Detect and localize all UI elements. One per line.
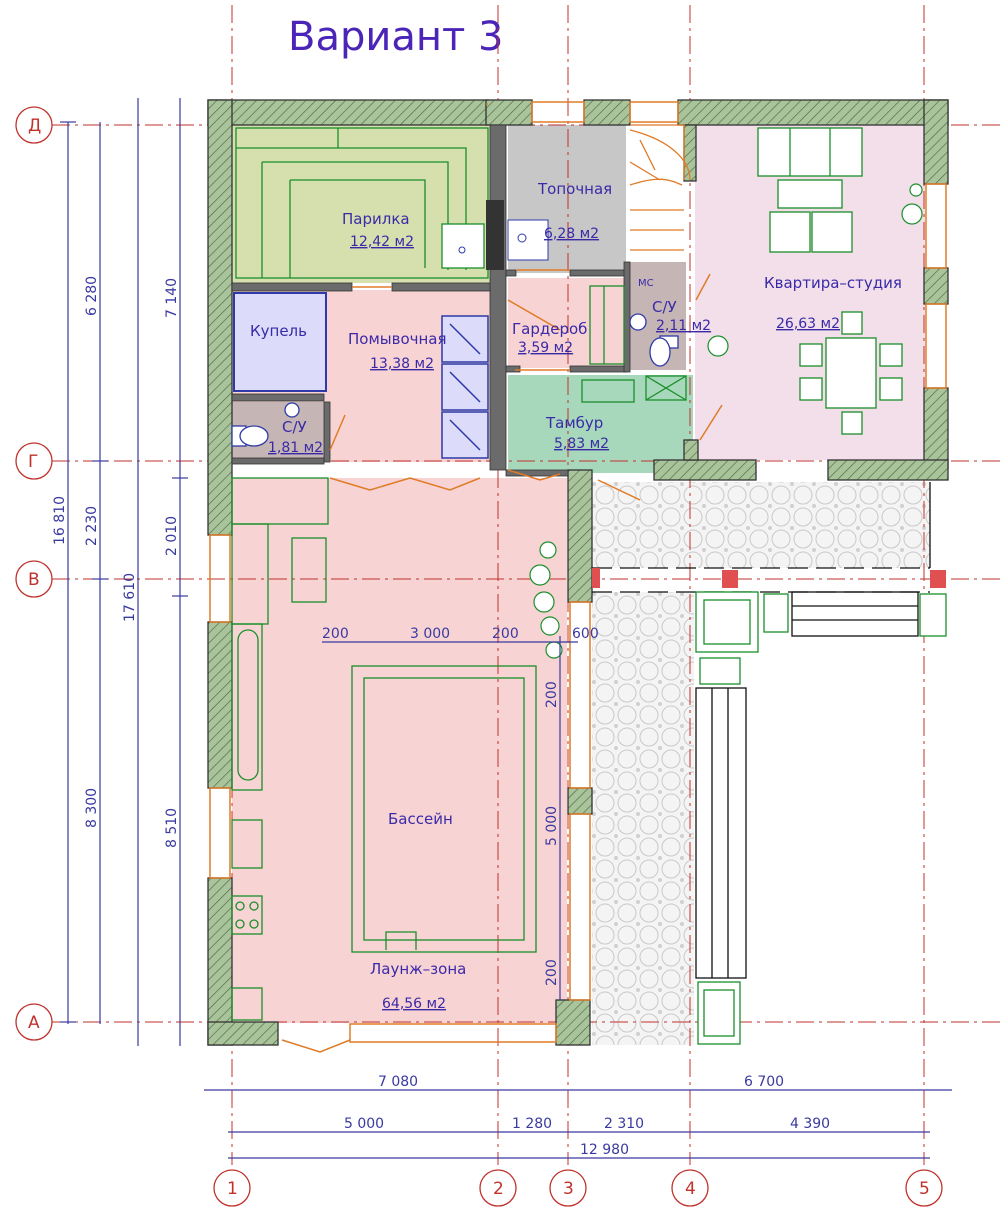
room-name-su-left: С/У [282,418,307,436]
room-area-topochnaya: 6,28 м2 [544,226,599,242]
doors [281,269,723,1053]
axis-label-v: В [28,570,40,590]
left-dimension-labels: 16 810 17 610 6 280 2 230 8 300 7 140 2 … [52,276,180,848]
wardrobe-shelves [581,285,687,403]
pool-dim-h-1: 3 000 [410,626,450,642]
pool-dim-v-1: 5 000 [544,806,560,846]
room-name-topochnaya: Топочная [537,180,612,198]
wc-fixtures [231,313,679,447]
plunge-pool-fill [233,292,327,392]
room-name-tambur: Тамбур [545,414,603,432]
dim-left-inner2: 2 010 [164,516,180,556]
pool-dim-v-2: 200 [544,959,560,986]
partitions [231,124,631,477]
terrace-lower-fill [592,592,694,1045]
bottom-dimension-labels: 7 080 6 700 5 000 1 280 2 310 4 390 12 9… [344,1074,830,1158]
axis-label-g: Г [28,452,38,472]
terrace-furniture [592,482,946,979]
room-area-su-left: 1,81 м2 [268,440,323,456]
pool-dim-h-2: 200 [492,626,519,642]
axis-label-2: 2 [493,1179,504,1199]
left-dimension-lines [60,98,188,1046]
dim-left-total: 16 810 [52,496,68,545]
room-name-kupel: Купель [250,322,307,340]
sauna-stove [441,200,549,270]
pool [351,665,537,953]
room-area-parilka: 12,42 м2 [350,234,414,250]
axis-label-1: 1 [227,1179,238,1199]
lounge-fill [232,478,567,1023]
dim-left-outer-total: 17 610 [122,573,138,622]
kitchen-units [231,477,329,1021]
wardrobe-fill [508,278,626,368]
studio-furniture [757,127,903,435]
pool-dimension-labels: 200 3 000 200 600 200 5 000 200 [322,626,599,986]
room-area-garderob: 3,59 м2 [518,340,573,356]
staircase [629,124,691,251]
plan-title: Вариант 3 [288,14,503,60]
room-area-launzh: 64,56 м2 [382,996,446,1012]
room-labels: Парилка 12,42 м2 Топочная 6,28 м2 Купель… [250,180,902,1012]
plants [529,183,923,659]
vestibule-fill [508,375,693,473]
mc-label: МС [638,278,654,289]
room-area-su-small: 2,11 м2 [656,318,711,334]
pool-dimensions [322,636,578,1000]
terrace-chairs [695,591,947,1045]
showers [441,315,489,459]
dim-bottom-row2-1: 1 280 [512,1116,552,1132]
room-name-bassein: Бассейн [388,810,453,828]
room-name-launzh: Лаунж–зона [370,960,466,978]
dim-left-seg1: 6 280 [84,276,100,316]
room-area-kvartira: 26,63 м2 [776,316,840,332]
bottom-dimension-lines [204,1089,952,1159]
terrace-upper-fill [592,482,930,568]
dim-bottom-row1-1: 6 700 [744,1074,784,1090]
room-area-pomyvochnaya: 13,38 м2 [370,356,434,372]
pool-dim-h-0: 200 [322,626,349,642]
axis-bubbles [15,106,943,1207]
dim-bottom-row2-0: 5 000 [344,1116,384,1132]
axis-label-4: 4 [685,1179,696,1199]
windows [209,101,947,1043]
pool-dim-v-0: 200 [544,681,560,708]
dim-bottom-row2-3: 4 390 [790,1116,830,1132]
axis-label-a: А [28,1013,40,1033]
room-name-su-small: С/У [652,298,677,316]
room-area-tambur: 5,83 м2 [554,436,609,452]
dim-bottom-row1-0: 7 080 [378,1074,418,1090]
dim-left-inner3: 8 510 [164,808,180,848]
dim-bottom-row2-2: 2 310 [604,1116,644,1132]
room-name-kvartira: Квартира–студия [764,274,902,292]
dim-left-inner1: 7 140 [164,278,180,318]
axis-labels: 1 2 3 4 5 Д Г В А [28,116,930,1199]
dim-left-seg3: 8 300 [84,788,100,828]
room-name-garderob: Гардероб [512,320,587,338]
axis-label-d: Д [28,116,41,136]
axis-label-5: 5 [919,1179,930,1199]
axis-label-3: 3 [563,1179,574,1199]
room-name-parilka: Парилка [342,210,410,228]
dim-left-seg2: 2 230 [84,506,100,546]
dim-bottom-total: 12 980 [580,1142,629,1158]
pool-dim-h-3: 600 [572,626,599,642]
room-name-pomyvochnaya: Помывочная [348,330,447,348]
